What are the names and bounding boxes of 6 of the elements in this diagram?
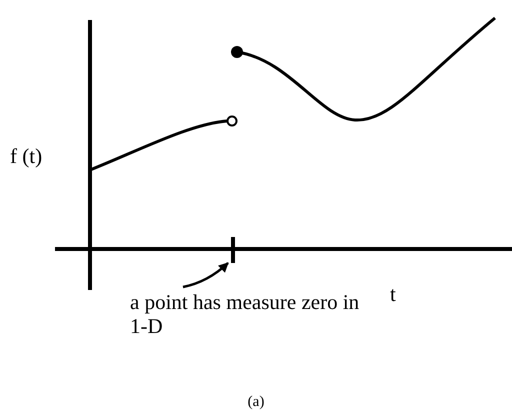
arrow <box>182 262 229 288</box>
tick-mark <box>231 237 235 263</box>
annotation-text: a point has measure zero in 1-D <box>130 290 365 338</box>
caption: (a) <box>246 393 266 412</box>
axis-label: t <box>390 282 396 306</box>
axis-label: f (t) <box>10 144 42 168</box>
